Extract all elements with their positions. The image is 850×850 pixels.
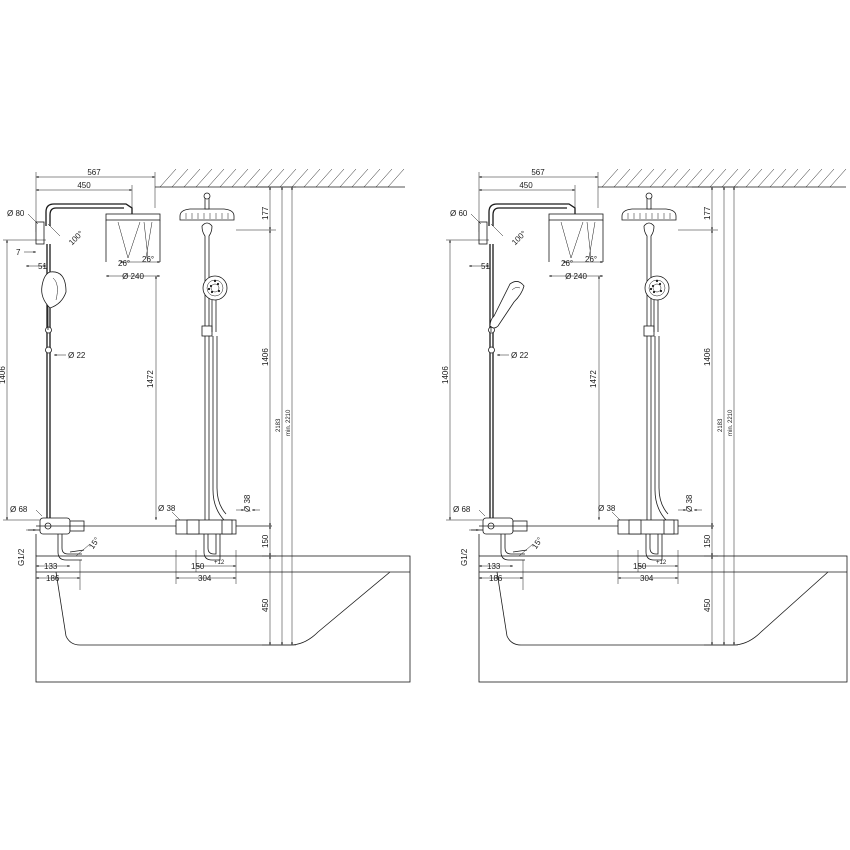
- thread: G1/2: [460, 548, 469, 566]
- bath-mixer: [471, 517, 528, 561]
- dim-186: 186: [46, 574, 60, 583]
- ceiling-hatch: [598, 168, 847, 188]
- thread: G1/2: [17, 548, 26, 566]
- bath-mixer: [28, 517, 85, 561]
- dim-240: Ø 240: [122, 272, 144, 281]
- angle-15: 15°: [87, 536, 101, 551]
- dim-38-left: Ø 38: [598, 504, 616, 513]
- dim-38-right: Ø 38: [243, 494, 252, 512]
- dim-150-v: 150: [703, 534, 712, 548]
- dim-450-v: 450: [703, 598, 712, 612]
- overhead-shower-head: [548, 213, 604, 277]
- front-overhead-head: [621, 192, 677, 221]
- front-rail: [643, 222, 670, 521]
- dim-2210: min. 2210: [728, 409, 734, 436]
- front-thermostat: [617, 519, 679, 584]
- dim-68: Ø 68: [10, 505, 28, 514]
- angle-26-b: 26°: [142, 255, 154, 264]
- dim-2210: min. 2210: [286, 409, 292, 436]
- dim-450: 450: [519, 181, 533, 190]
- front-overhead-head: [179, 192, 235, 221]
- dim-150-h: 150: [191, 562, 205, 571]
- front-thermostat: [175, 519, 237, 584]
- dim-22: Ø 22: [511, 351, 529, 360]
- shower-system-drawing-left: 567 450 26° 26° Ø 240: [0, 168, 411, 683]
- shower-rail: [478, 203, 576, 518]
- angle-26-a: 26°: [118, 259, 130, 268]
- dim-1406-right: 1406: [261, 348, 270, 366]
- shower-rail: [35, 203, 133, 518]
- dim-177: 177: [703, 206, 712, 220]
- bathtub: [478, 555, 848, 683]
- hand-shower: [41, 271, 67, 330]
- dim-1406-left: 1406: [441, 366, 450, 384]
- tol-12: +12: [214, 560, 225, 566]
- width-dimensions: 567 450: [478, 168, 599, 232]
- dim-177: 177: [261, 206, 270, 220]
- height-dimensions: [236, 186, 296, 646]
- bathtub: [35, 555, 411, 683]
- height-dimensions: [678, 186, 738, 646]
- dim-304: 304: [198, 574, 212, 583]
- dim-240: Ø 240: [565, 272, 587, 281]
- dim-186: 186: [489, 574, 503, 583]
- dim-1472: 1472: [589, 370, 598, 388]
- dim-567: 567: [531, 168, 545, 177]
- angle-26-b: 26°: [585, 255, 597, 264]
- tol-12: +12: [656, 560, 667, 566]
- dim-1406-right: 1406: [703, 348, 712, 366]
- dim-150-v: 150: [261, 534, 270, 548]
- head-diameter: Ø 80: [7, 209, 25, 218]
- dim-150-h: 150: [633, 562, 647, 571]
- dim-38-right: Ø 38: [685, 494, 694, 512]
- dim-7: 7: [16, 248, 21, 257]
- dim-38-left: Ø 38: [158, 504, 176, 513]
- dim-133: 133: [44, 562, 58, 571]
- dim-450-v: 450: [261, 598, 270, 612]
- dim-133: 133: [487, 562, 501, 571]
- dim-1406-left: 1406: [0, 366, 7, 384]
- angle-100: 100°: [67, 229, 85, 247]
- ceiling-hatch: [155, 168, 405, 188]
- dim-51: 51: [481, 262, 490, 271]
- shower-system-drawing-right: 567 450 26° 26° Ø 240 100°: [441, 168, 848, 683]
- angle-100: 100°: [510, 229, 528, 247]
- dim-304: 304: [640, 574, 654, 583]
- dim-51: 51: [38, 262, 47, 271]
- head-diameter: Ø 60: [450, 209, 468, 218]
- dim-22: Ø 22: [68, 351, 86, 360]
- dim-1472: 1472: [146, 370, 155, 388]
- hand-shower: [489, 281, 525, 332]
- front-rail: [201, 222, 228, 521]
- width-dimensions: 567 450: [35, 168, 156, 232]
- dim-2183: 2183: [276, 418, 282, 432]
- dim-68: Ø 68: [453, 505, 471, 514]
- dim-450: 450: [77, 181, 91, 190]
- angle-15: 15°: [530, 536, 544, 551]
- angle-26-a: 26°: [561, 259, 573, 268]
- dim-2183: 2183: [718, 418, 724, 432]
- dim-567: 567: [87, 168, 101, 177]
- overhead-shower-head: [105, 213, 161, 277]
